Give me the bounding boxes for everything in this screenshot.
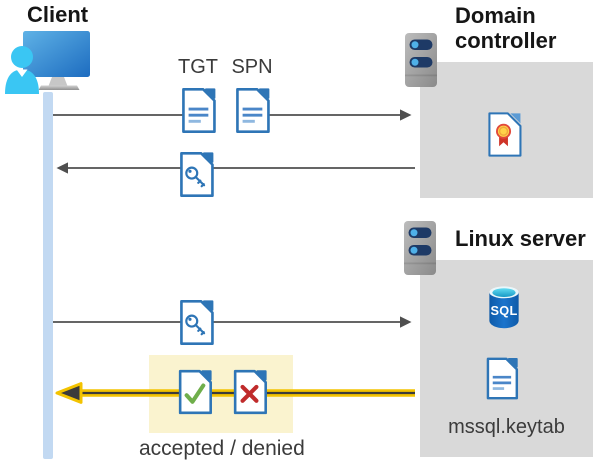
- keytab-document-icon: [486, 357, 519, 400]
- client-title: Client: [27, 2, 89, 27]
- monitor-neck: [48, 77, 68, 86]
- result-highlight: [149, 355, 293, 433]
- tgt-label: TGT: [178, 56, 218, 78]
- user-icon: [5, 46, 39, 94]
- client-lifeline: [43, 92, 53, 459]
- send-key-to-linux-arrow: [53, 316, 412, 328]
- key-document-icon: [180, 152, 214, 197]
- spn-label: SPN: [231, 56, 273, 78]
- tgt-document-icon: [182, 88, 216, 133]
- certificate-document-icon: [488, 112, 522, 157]
- client-workstation-icon: [5, 31, 90, 94]
- linux-server-icon: [404, 221, 436, 275]
- linux-server-title: Linux server: [455, 226, 586, 251]
- domain-controller-title: Domain controller: [455, 3, 557, 53]
- result-label: accepted / denied: [139, 437, 305, 460]
- return-key-arrow: [56, 162, 415, 174]
- sql-label: SQL: [490, 303, 517, 318]
- domain-controller-server-icon: [405, 33, 437, 87]
- accepted-document-icon: [178, 369, 212, 415]
- sql-database-icon: SQL: [489, 286, 519, 329]
- keytab-label: mssql.keytab: [448, 416, 565, 438]
- monitor-base: [38, 85, 80, 90]
- key-document-icon: [180, 300, 214, 345]
- spn-document-icon: [236, 88, 270, 133]
- denied-document-icon: [233, 369, 267, 415]
- monitor-screen: [23, 31, 90, 77]
